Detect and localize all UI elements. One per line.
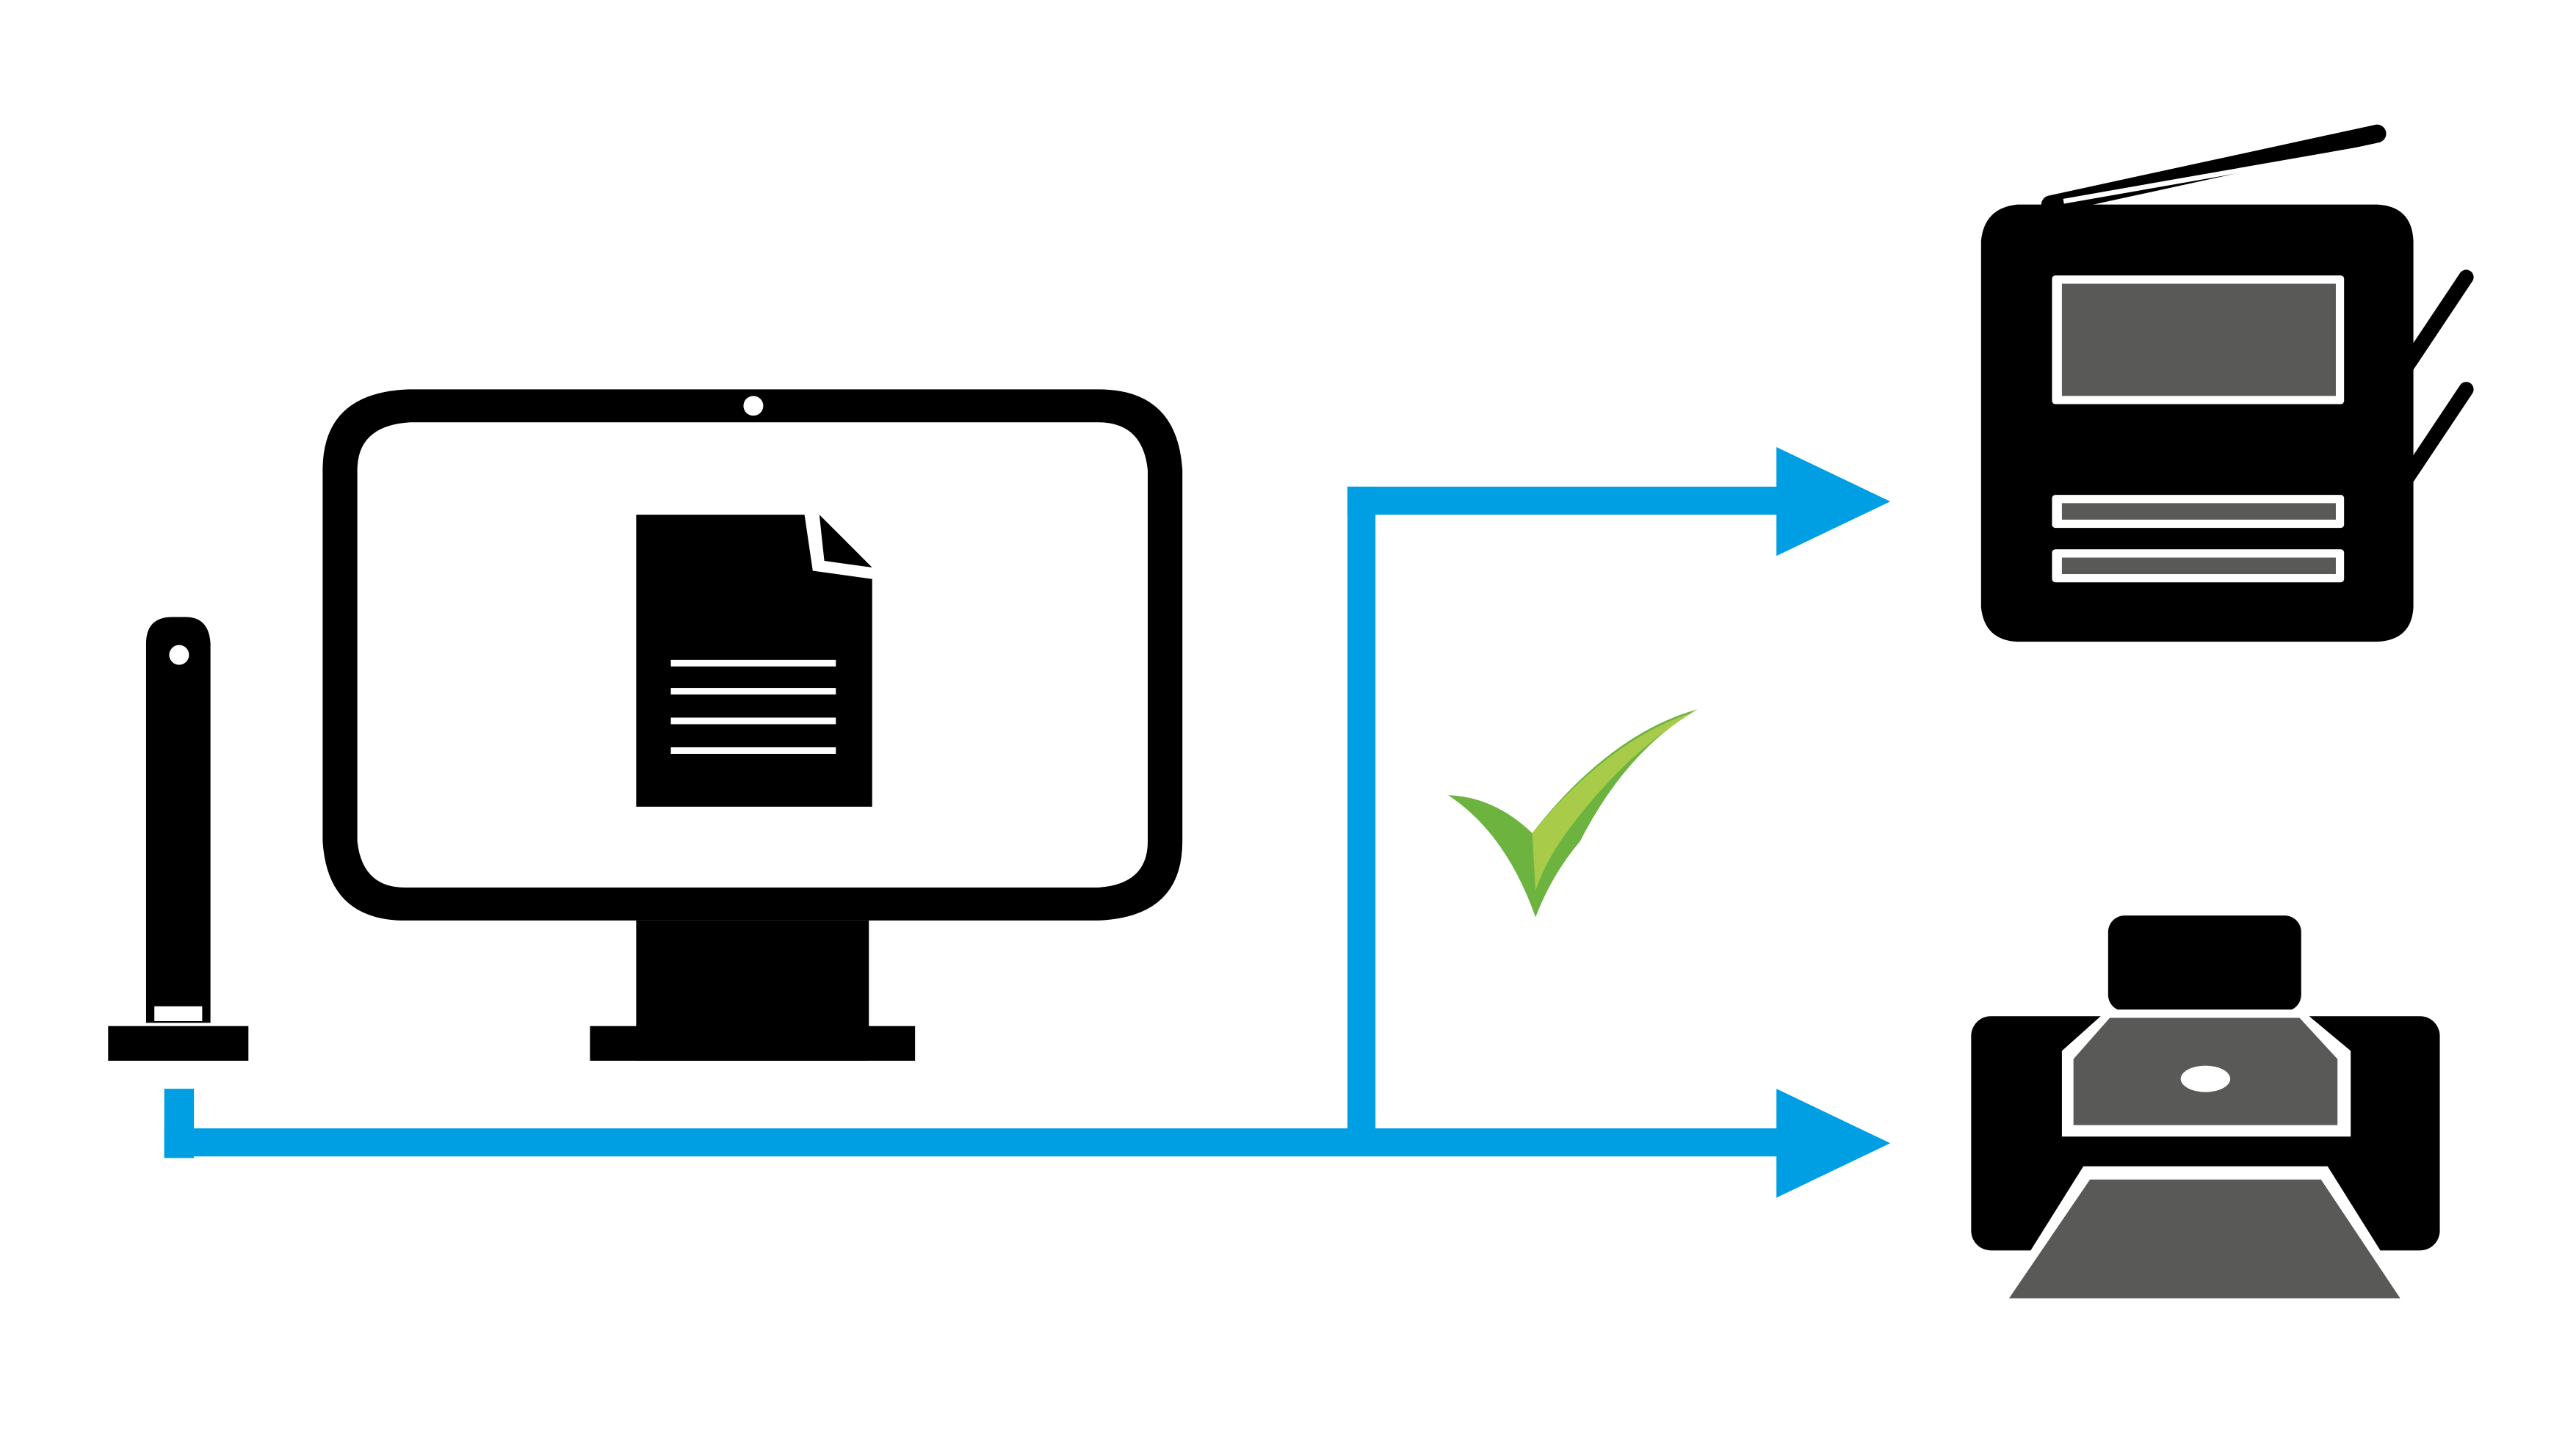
document-icon bbox=[636, 515, 872, 807]
tower-computer-icon bbox=[108, 617, 249, 1061]
checkmark-icon bbox=[1447, 709, 1698, 918]
arrow-head-bottom bbox=[1776, 1089, 1891, 1198]
arrow-line-top bbox=[1347, 486, 1781, 515]
arrow-line-vertical bbox=[1347, 486, 1376, 1139]
arrow-line-bottom bbox=[164, 1128, 1781, 1157]
multifunction-printer-icon bbox=[1980, 124, 2474, 642]
arrow-head-top bbox=[1776, 446, 1891, 556]
connection-arrows bbox=[164, 446, 1891, 1198]
inkjet-printer-icon bbox=[1971, 915, 2440, 1304]
